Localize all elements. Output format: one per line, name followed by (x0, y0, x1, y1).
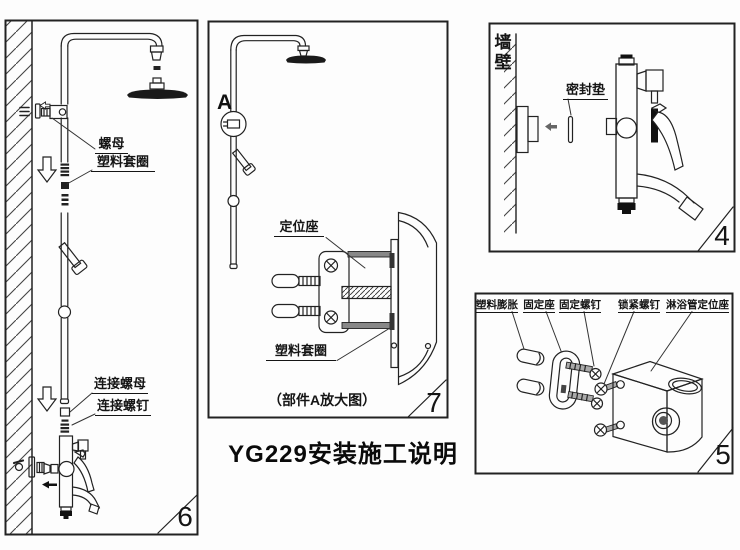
wall-hatching (504, 34, 516, 233)
panel-number-6: 6 (177, 501, 193, 532)
faucet-body (12, 435, 101, 519)
label-connect-nut: 连接螺母 (92, 376, 148, 394)
lower-connector (59, 407, 71, 433)
corner-slash (697, 206, 734, 252)
mini-shower-column (220, 34, 326, 270)
panel7-drawing (207, 20, 449, 419)
down-arrow-icon (36, 386, 58, 412)
label-fixing-screw: 固定螺钉 (559, 299, 601, 314)
leader-lines-p6 (51, 117, 96, 426)
label-nut: 螺母 (95, 136, 128, 154)
label-plastic-collar: 塑料套圈 (91, 154, 155, 172)
part-a-enlarged (271, 211, 438, 386)
label-lock-screw: 锁紧螺钉 (618, 299, 660, 314)
wall-bracket (19, 101, 68, 120)
plastic-anchor (516, 378, 545, 396)
panel6-drawing (4, 19, 199, 536)
label-plastic-collar-2: 塑料套圈 (266, 343, 336, 361)
left-arrow-icon (545, 122, 557, 131)
sheet-title: YG229安装施工说明 (228, 441, 458, 468)
wall-outlet (516, 105, 557, 154)
part-a-caption: （部件A放大图） (268, 392, 377, 408)
mixer-faucet (605, 54, 704, 221)
pipe-threads-upper (60, 163, 70, 206)
down-arrow-icon (36, 156, 58, 183)
shower-column (59, 32, 163, 405)
part-a-circle (220, 110, 247, 138)
fixing-screw (567, 390, 604, 410)
label-shower-pipe-seat: 淋浴管定位座 (666, 299, 729, 314)
lock-screw (594, 381, 619, 396)
corner-slash (697, 427, 734, 473)
leader-lines-p7 (325, 237, 391, 361)
leader-lines-p5 (511, 311, 693, 385)
slider-ring (57, 305, 72, 319)
label-fixing-seat: 固定座 (523, 299, 555, 314)
shower-pipe-seat-block (611, 360, 704, 453)
fixing-seat (548, 350, 581, 410)
part-a-marker: A (217, 91, 233, 114)
hand-shower (58, 241, 88, 275)
corner-slash (157, 494, 198, 534)
panel4-drawing (488, 22, 736, 253)
label-wall: 墙壁 (491, 33, 511, 73)
wall-hatching (6, 21, 32, 534)
panel-number-4: 4 (714, 220, 730, 251)
panel-number-5: 5 (715, 439, 731, 470)
label-positioning-seat: 定位座 (274, 219, 324, 237)
plastic-anchor (516, 348, 545, 366)
label-seal-gasket: 密封垫 (563, 82, 608, 100)
fixing-screw (565, 361, 602, 381)
corner-slash (407, 379, 447, 418)
overhead-shower-head (127, 45, 188, 99)
label-connect-screw: 连接螺钉 (95, 398, 151, 416)
label-plastic-anchor: 塑料膨胀 (476, 299, 518, 314)
seal-gasket-part (567, 115, 574, 144)
leader-lines-p4 (567, 98, 572, 116)
lock-screw (593, 423, 619, 437)
left-arrow-icon (42, 481, 57, 489)
panel5-drawing (474, 292, 734, 475)
panel-number-7: 7 (426, 387, 442, 418)
